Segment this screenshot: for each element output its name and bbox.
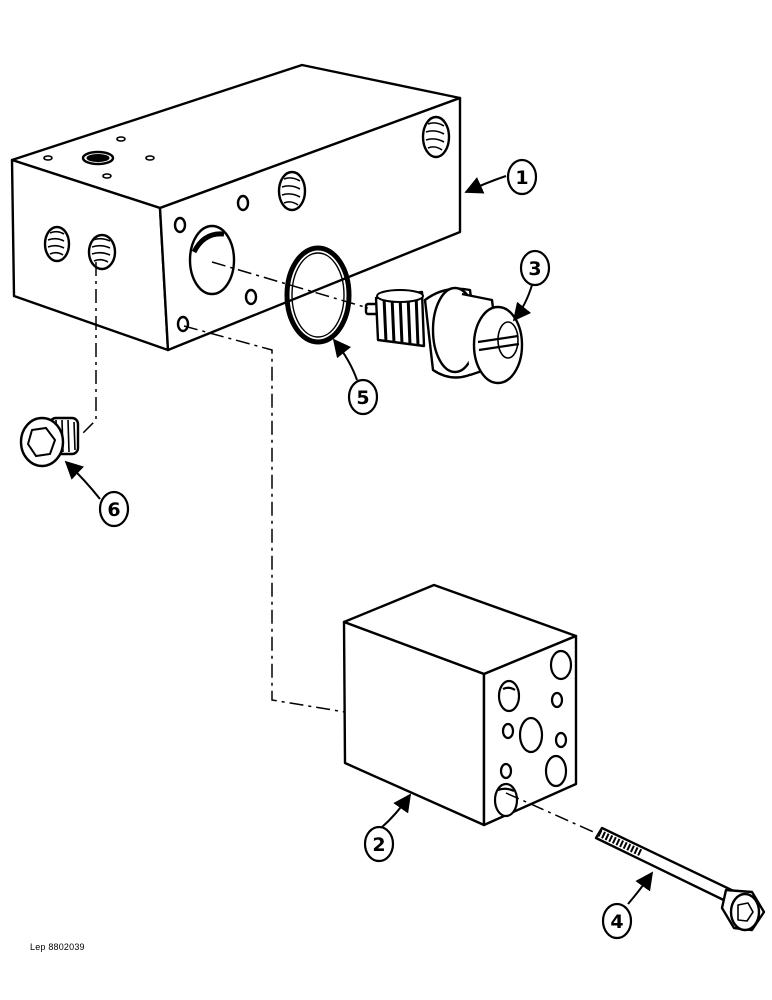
cap-screw bbox=[594, 826, 766, 932]
callout-6: 6 bbox=[98, 490, 130, 528]
leader-arrows bbox=[64, 175, 654, 905]
hex-plug bbox=[19, 416, 80, 468]
top-face-ports bbox=[43, 136, 155, 179]
o-ring bbox=[284, 245, 352, 345]
callout-1: 1 bbox=[506, 158, 538, 196]
callout-2: 2 bbox=[363, 825, 395, 863]
relief-block-ports bbox=[493, 649, 573, 818]
right-face-ports bbox=[173, 115, 451, 333]
callout-label: 3 bbox=[528, 258, 541, 280]
callout-label: 5 bbox=[356, 387, 369, 409]
relief-block bbox=[342, 583, 578, 827]
callout-label: 2 bbox=[372, 834, 385, 856]
callout-5: 5 bbox=[347, 378, 379, 416]
front-face-ports bbox=[43, 225, 117, 271]
callout-label: 4 bbox=[610, 911, 623, 933]
callout-label: 6 bbox=[107, 499, 120, 521]
valve-cartridge bbox=[364, 286, 524, 385]
assembly-centre-lines bbox=[79, 261, 599, 835]
callout-4: 4 bbox=[601, 902, 633, 940]
drawing-reference: Lep 8802039 bbox=[30, 942, 85, 952]
callout-3: 3 bbox=[519, 249, 551, 287]
callout-label: 1 bbox=[515, 167, 528, 189]
